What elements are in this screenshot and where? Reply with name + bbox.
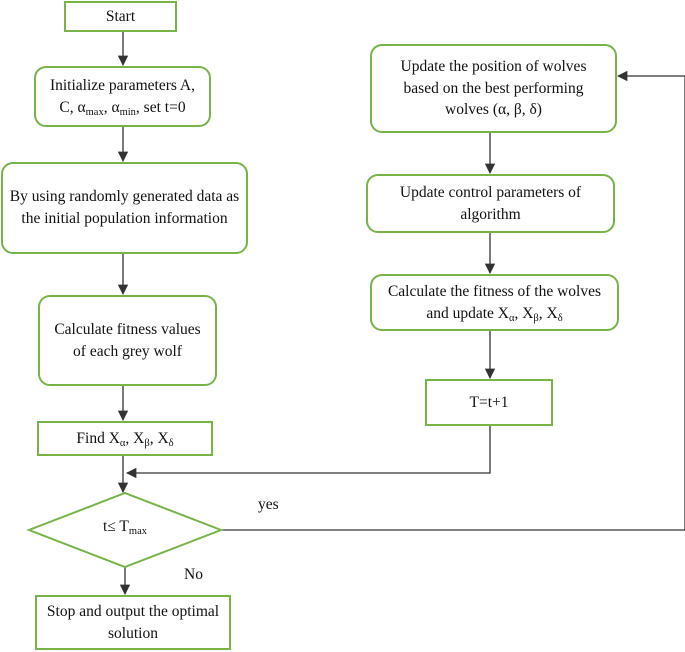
decision-diamond (26, 491, 224, 569)
calculate-fitness-label: Calculate fitness values of each grey wo… (54, 320, 201, 360)
update-control-label: Update control parameters of algorithm (399, 183, 582, 223)
start-label: Start (105, 7, 136, 25)
decision-condition: t≤ Tmax (103, 518, 147, 537)
random-initialization-node: By using randomly generated data as the … (1, 162, 248, 254)
arrow-increment-to-merge (125, 425, 491, 479)
start-node: Start (64, 1, 177, 32)
arrow-decision-yes-loop (221, 70, 685, 531)
update-position-node: Update the position of wolves based on t… (370, 44, 617, 133)
no-edge-label: No (184, 566, 203, 583)
initialize-parameters-node: Initialize parameters A, C, αmax, αmin, … (34, 66, 211, 127)
increment-node: T=t+1 (425, 379, 553, 426)
increment-label: T=t+1 (469, 393, 509, 411)
stop-output-node: Stop and output the optimal solution (35, 595, 231, 650)
find-leaders-node: Find Xα, Xβ, Xδ (37, 421, 213, 456)
calculate-wolves-fitness-node: Calculate the fitness of the wolves and … (370, 274, 619, 331)
stop-output-label: Stop and output the optimal solution (46, 602, 220, 642)
random-initialization-label: By using randomly generated data as the … (9, 188, 240, 227)
initialize-parameters-text: Initialize parameters A, C, αmax, αmin, … (49, 76, 196, 118)
update-position-label: Update the position of wolves based on t… (400, 57, 587, 119)
find-leaders-text: Find Xα, Xβ, Xδ (76, 429, 174, 449)
update-control-node: Update control parameters of algorithm (366, 174, 615, 233)
calculate-wolves-fitness-text: Calculate the fitness of the wolves and … (387, 282, 602, 324)
calculate-fitness-node: Calculate fitness values of each grey wo… (38, 295, 217, 386)
yes-edge-label: yes (258, 496, 279, 513)
